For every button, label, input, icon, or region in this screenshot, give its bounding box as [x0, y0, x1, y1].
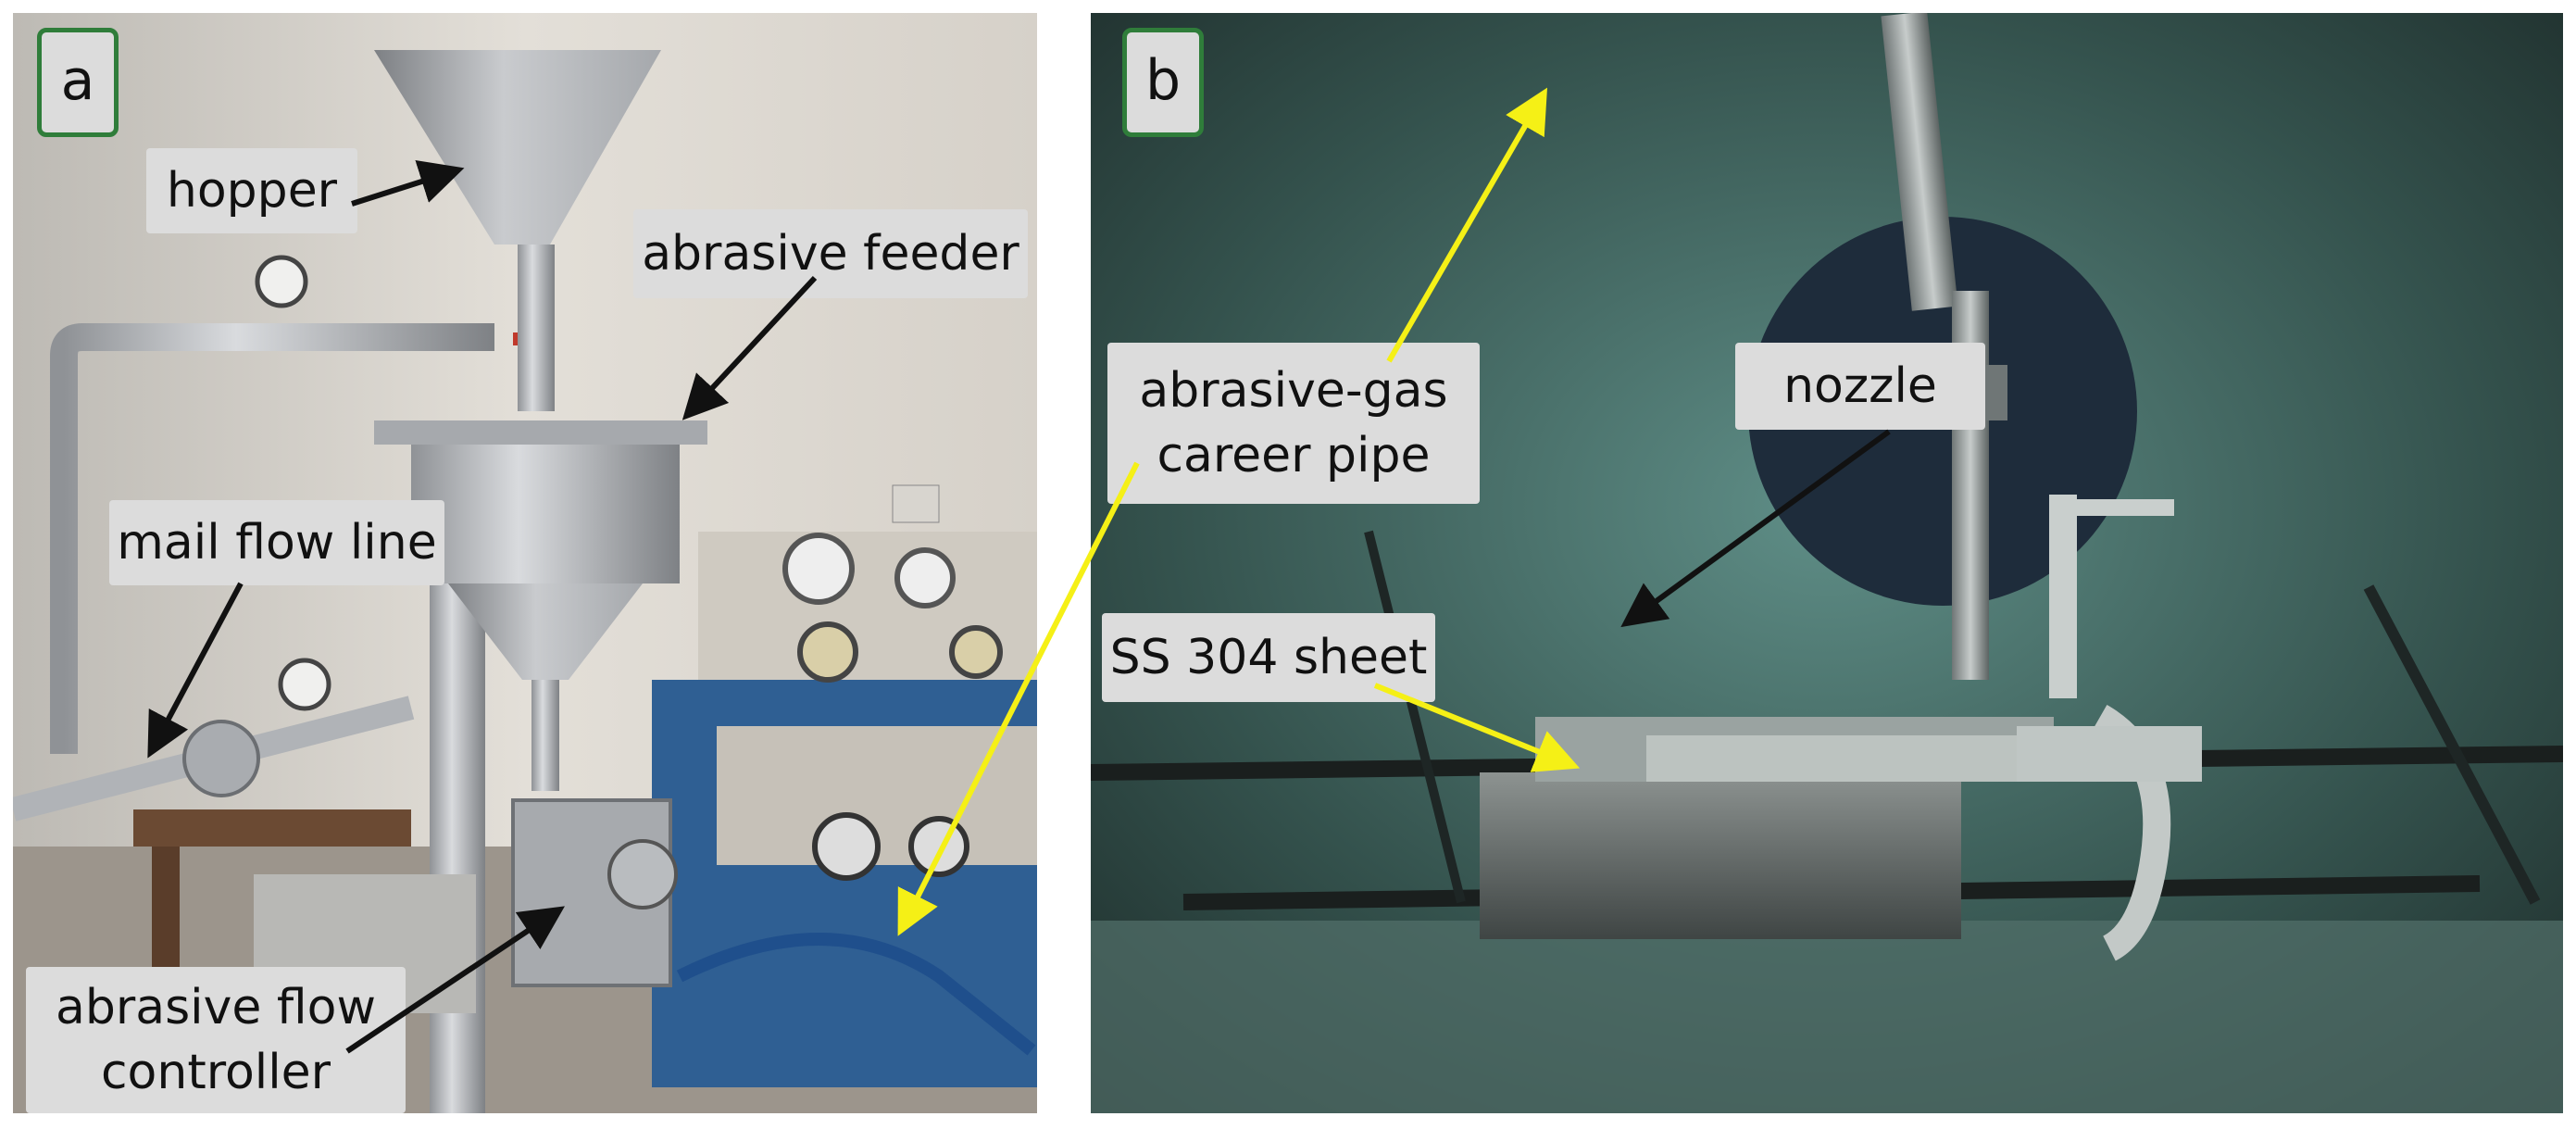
hopper-label: hopper: [146, 148, 357, 233]
panel-label-a: a: [37, 28, 119, 137]
abrasive-flow-controller-label: abrasive flow controller: [26, 967, 406, 1113]
setup-photo-b: [1091, 13, 2563, 1113]
panel-label-b: b: [1122, 28, 1204, 137]
photo-panel-a: a hopper abrasive feeder mail flow line …: [13, 13, 1037, 1113]
abrasive-flow-controller-line1: abrasive flow: [55, 979, 377, 1035]
nozzle-label: nozzle: [1735, 343, 1985, 430]
career-pipe-line1: abrasive-gas: [1139, 362, 1448, 419]
abrasive-flow-controller-line2: controller: [100, 1045, 331, 1100]
career-pipe-label: abrasive-gas career pipe: [1107, 343, 1480, 504]
sheet-label: SS 304 sheet: [1102, 613, 1435, 702]
career-pipe-line2: career pipe: [1157, 428, 1431, 483]
main-flow-line-label: mail flow line: [109, 500, 444, 585]
photo-panel-b: b abrasive-gas career pipe nozzle SS 304…: [1091, 13, 2563, 1113]
abrasive-feeder-label: abrasive feeder: [633, 209, 1028, 298]
